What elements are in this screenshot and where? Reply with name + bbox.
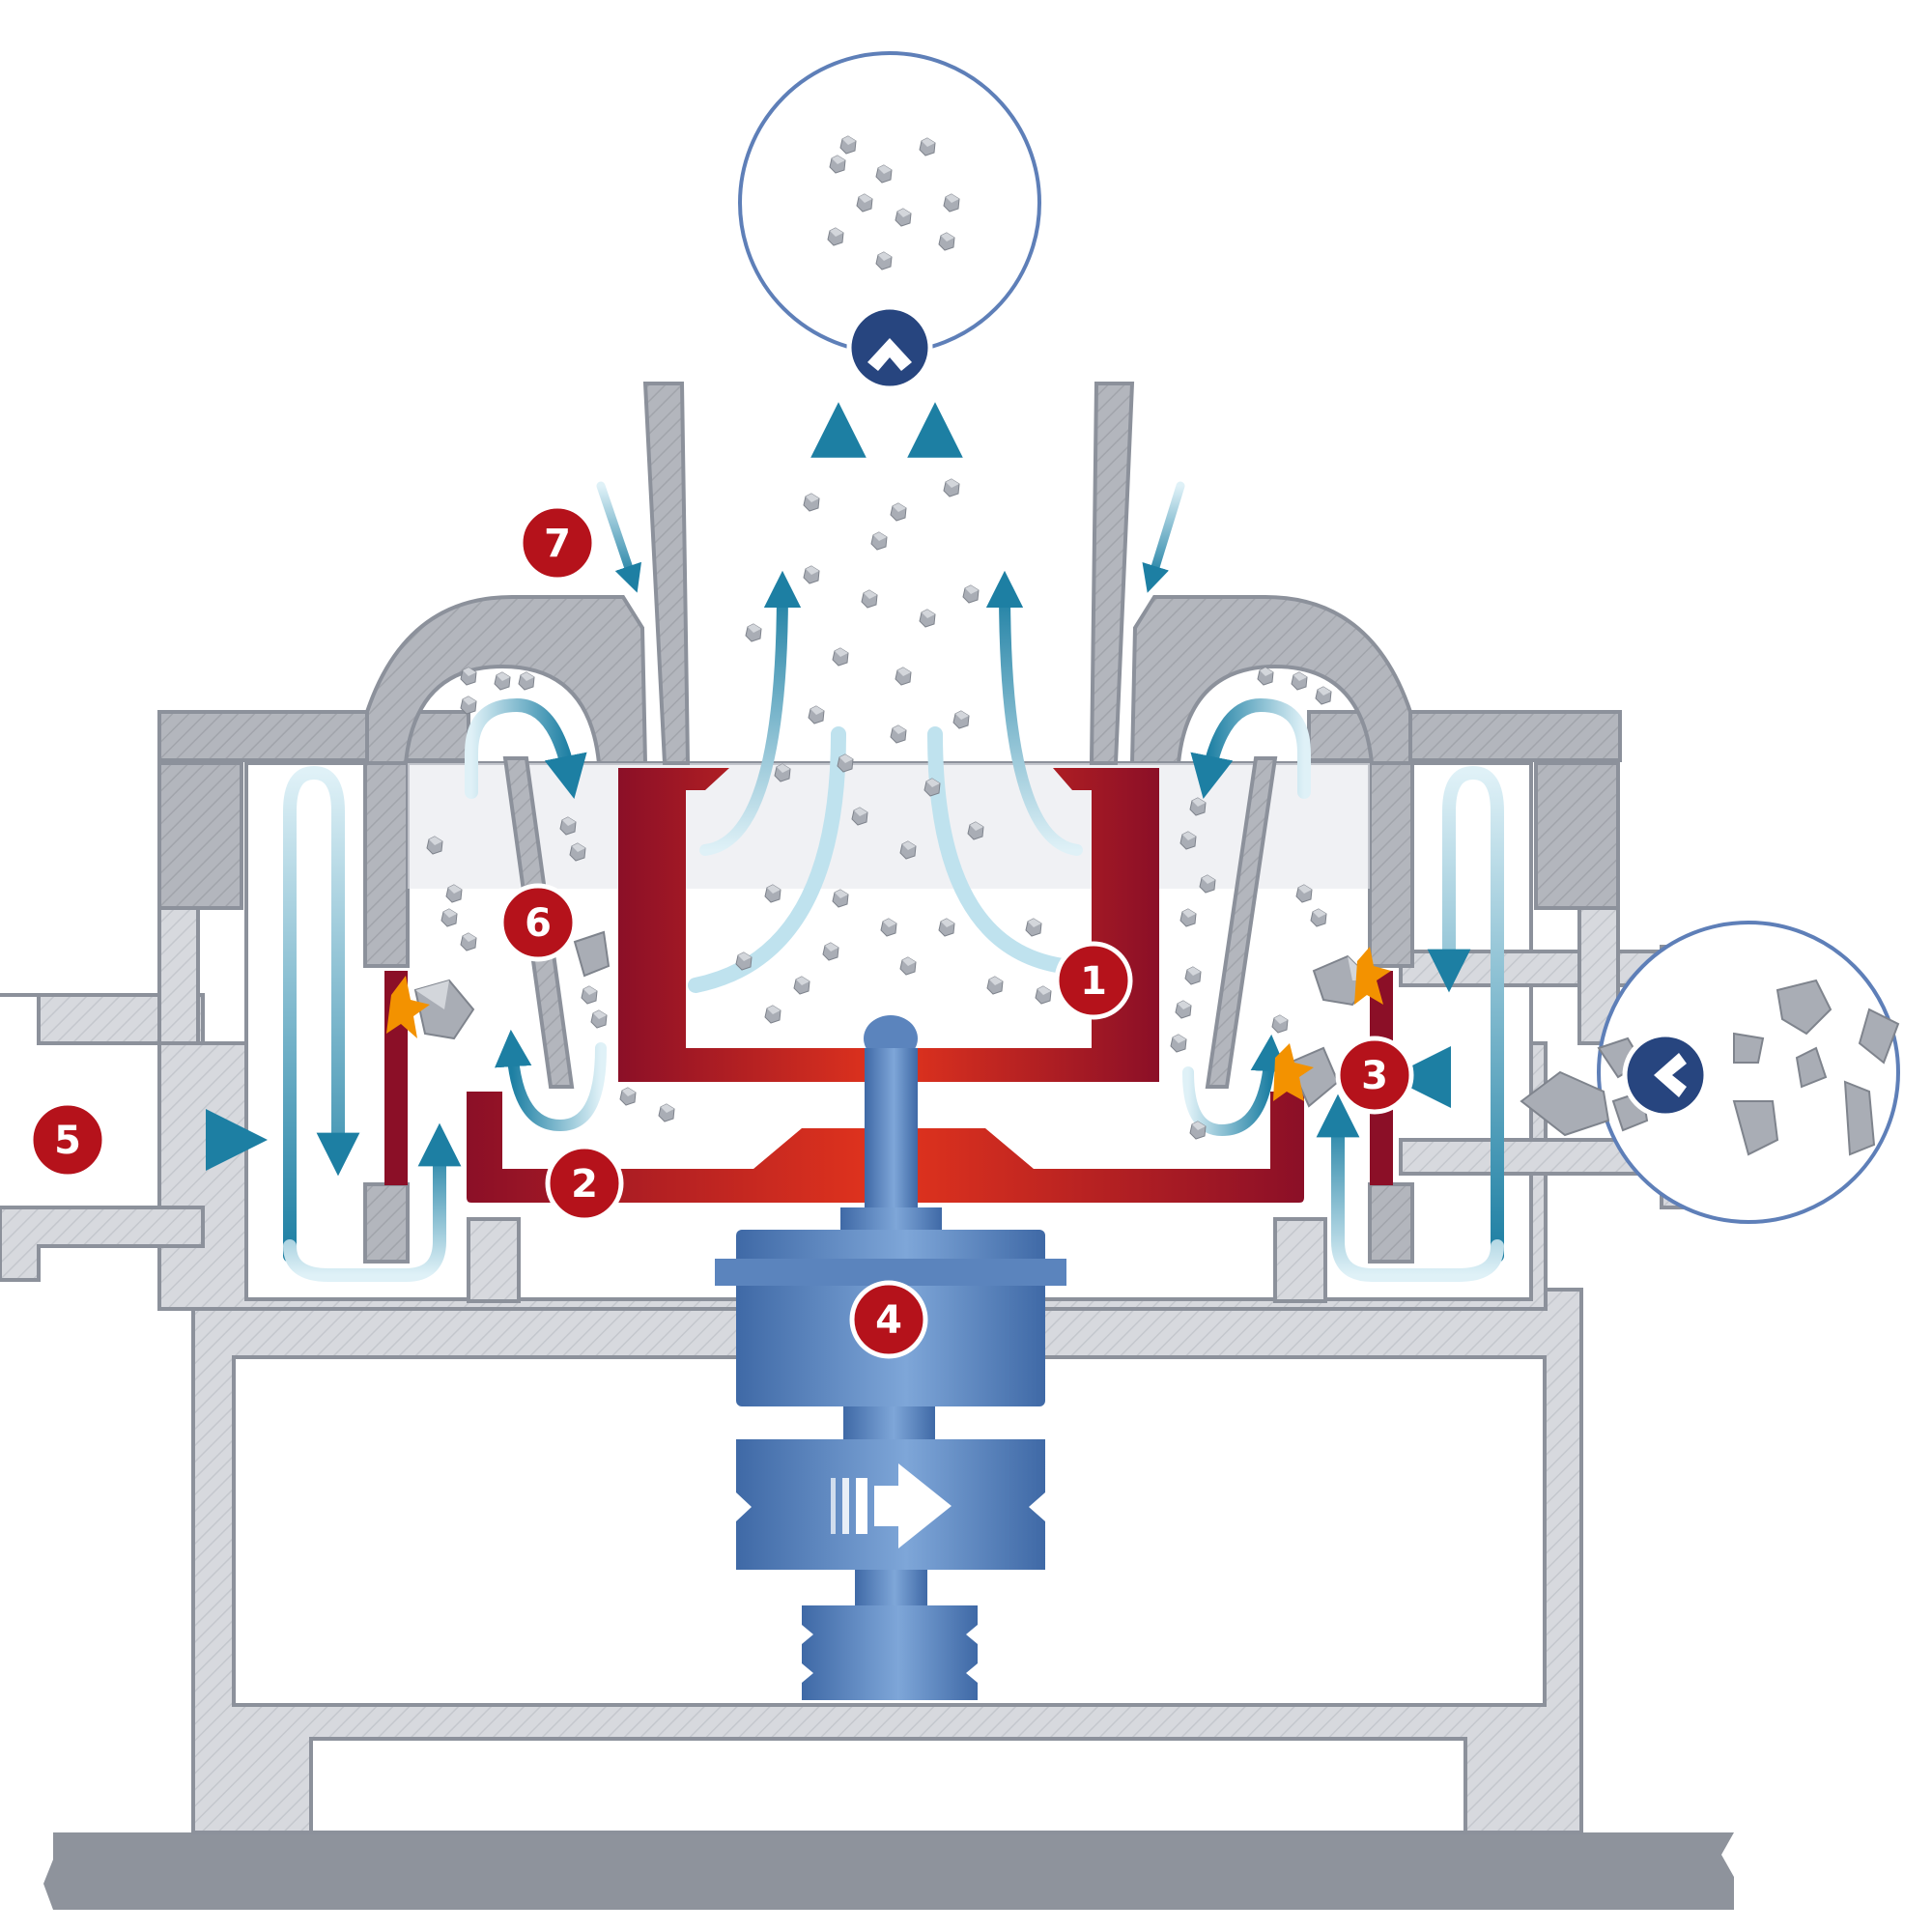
marker-6: 6: [498, 883, 578, 962]
svg-text:6: 6: [525, 901, 552, 946]
play-arrow-icon: [831, 1463, 952, 1548]
marker-5: 5: [28, 1100, 107, 1179]
marker-7: 7: [518, 503, 597, 582]
chevron-left-icon: [1622, 1032, 1709, 1119]
marker-4: 4: [849, 1280, 928, 1359]
chevron-up-icon: [846, 304, 933, 391]
svg-text:3: 3: [1361, 1054, 1388, 1098]
svg-text:1: 1: [1080, 959, 1107, 1004]
air-flow-arrows: [101, 402, 1526, 1282]
impact-particles: [386, 930, 1391, 1108]
svg-text:7: 7: [544, 522, 571, 566]
base-plate: [43, 1832, 1734, 1910]
svg-text:2: 2: [571, 1162, 598, 1207]
svg-text:4: 4: [875, 1298, 902, 1343]
marker-2: 2: [545, 1144, 624, 1223]
marker-3: 3: [1335, 1036, 1414, 1115]
svg-text:5: 5: [54, 1119, 81, 1163]
coarse-feed-inlet: [1520, 921, 1900, 1224]
marker-1: 1: [1054, 941, 1133, 1020]
